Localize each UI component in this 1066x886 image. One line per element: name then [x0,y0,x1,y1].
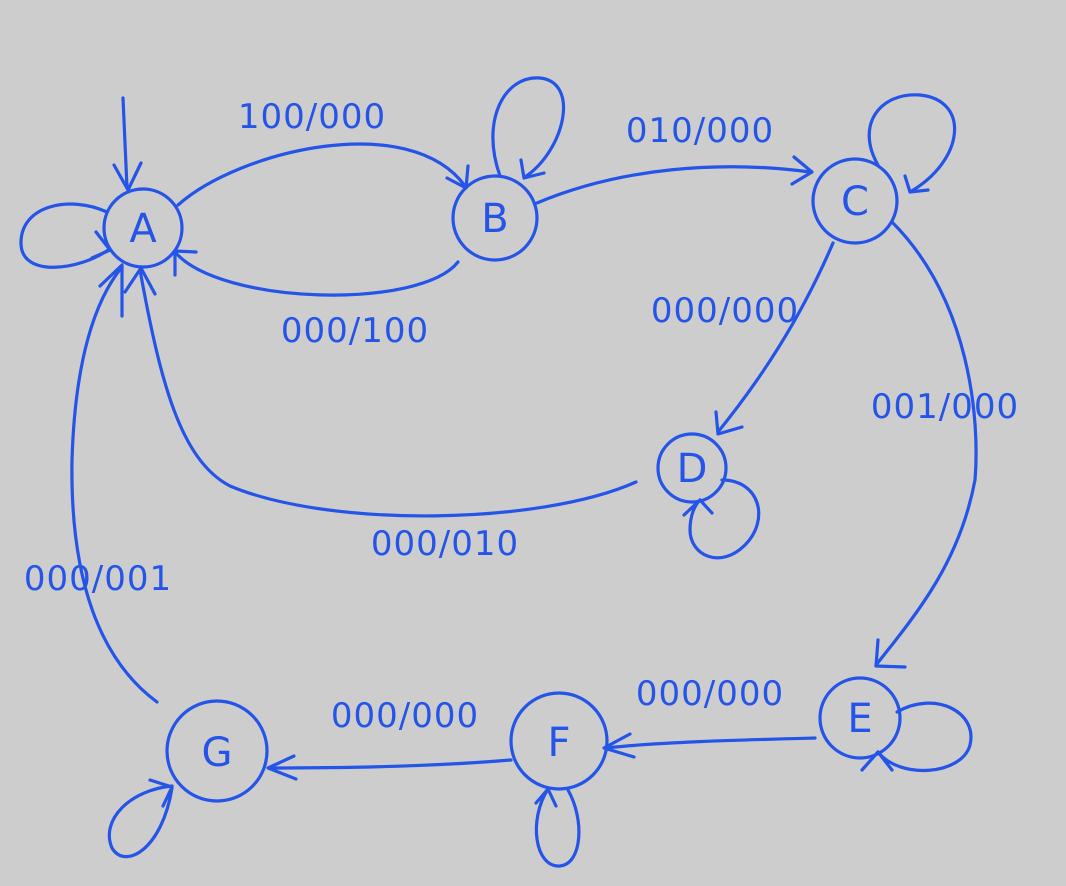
self-loop-G [107,778,174,859]
state-label-g: G [202,730,233,776]
transition-G-A [70,263,159,704]
state-label-d: D [677,446,708,492]
transition-label-e-f: 000/000 [636,674,784,714]
transition-label-d-a: 000/010 [371,524,519,564]
transition-A-B [176,142,470,207]
transition-C-D [714,241,835,436]
transition-label-g-a: 000/001 [24,559,172,599]
transition-label-b-c: 010/000 [626,111,774,151]
state-E: E [818,676,902,760]
transition-label-b-a: 000/100 [281,311,429,351]
state-D: D [656,432,728,504]
state-B: B [451,174,539,262]
self-loop-D [682,478,761,560]
initial-arrow [112,96,143,192]
transition-E-F [602,732,817,759]
transition-label-c-e: 001/000 [871,387,1019,427]
state-F: F [509,691,609,791]
transition-B-A [173,249,460,297]
state-label-f: F [547,720,570,766]
transition-B-C [535,155,814,205]
self-loop-F [534,787,581,868]
state-label-c: C [841,179,869,225]
state-A: A [102,187,184,269]
transition-C-E [874,220,978,669]
state-G: G [165,699,269,803]
state-label-e: E [847,696,872,742]
state-label-a: A [129,206,157,252]
state-label-b: B [481,196,508,242]
transition-D-A [123,266,638,518]
transition-label-f-g: 000/000 [331,696,479,736]
self-loop-B [491,76,566,180]
transition-F-G [266,754,513,781]
self-loop-E [860,701,973,772]
self-loop-C [867,93,956,194]
self-loop-A [19,202,112,269]
transition-label-a-b: 100/000 [238,97,386,137]
state-C: C [811,157,899,245]
transition-label-c-d: 000/000 [651,291,799,331]
